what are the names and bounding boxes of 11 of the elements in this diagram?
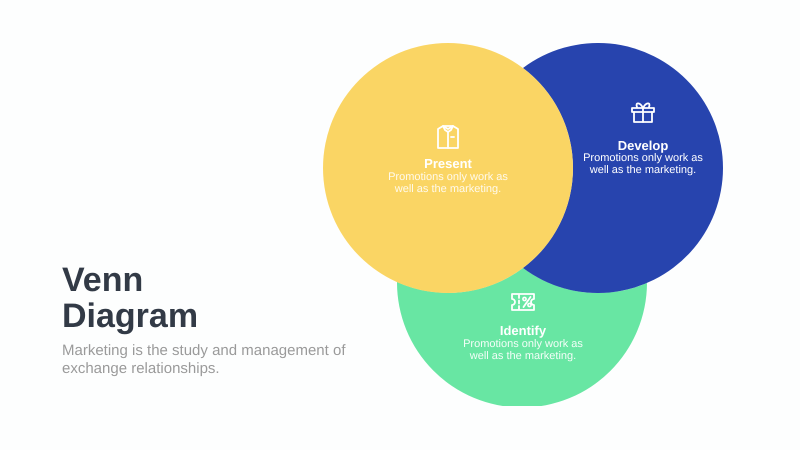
body-text: Promotions only work as well as the marketing. [387, 171, 509, 195]
body-text: Promotions only work as well as the marketing. [582, 152, 704, 176]
title: Venn Diagram [62, 262, 200, 334]
venn-circle [323, 43, 573, 293]
heading: Identify [500, 323, 546, 338]
heading: Present [424, 156, 472, 171]
crescent-region [523, 43, 723, 293]
body-text: Promotions only work as well as the marketing. [462, 338, 584, 362]
description-text: Marketing is the study and management of exchange relationships. [62, 342, 346, 378]
venn-region [397, 268, 647, 406]
heading: Develop [618, 138, 668, 153]
